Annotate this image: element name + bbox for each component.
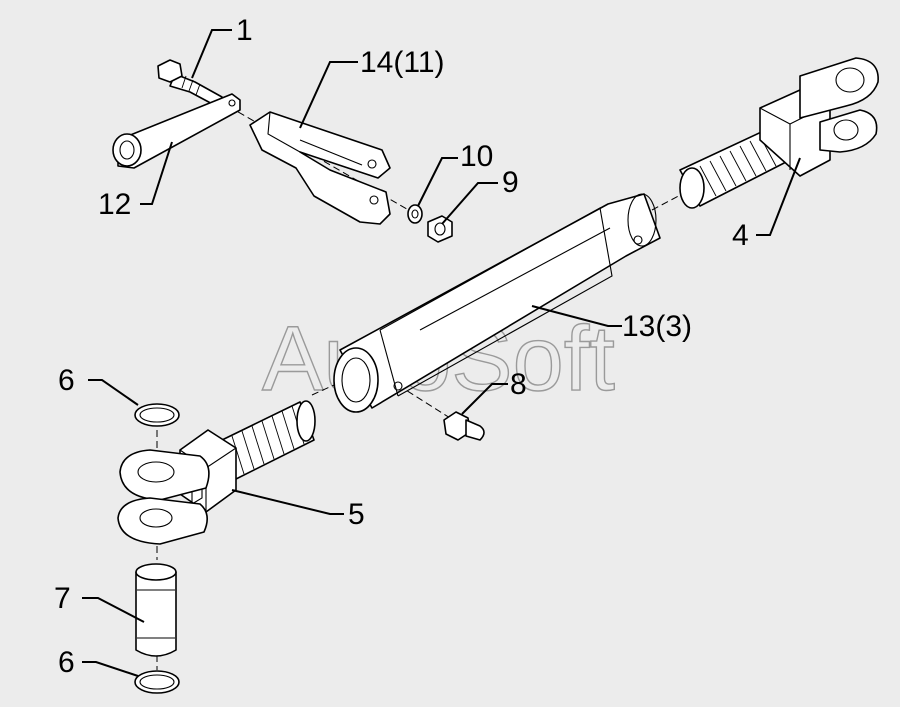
callout-13-3: 13(3) xyxy=(622,310,692,343)
sleeve-part-13 xyxy=(333,193,661,413)
nut-part-9 xyxy=(427,215,453,243)
callout-4: 4 xyxy=(732,219,749,252)
strap-part-12 xyxy=(112,93,241,169)
o-ring-part-6-lower xyxy=(134,670,180,694)
callout-1: 1 xyxy=(236,14,253,47)
pin-part-7 xyxy=(135,563,177,657)
callout-6-lower: 6 xyxy=(58,646,75,679)
grease-nipple-part-8 xyxy=(443,411,485,441)
callout-9: 9 xyxy=(502,166,519,199)
callout-5: 5 xyxy=(348,498,365,531)
o-ring-part-6-upper xyxy=(134,403,180,427)
washer-part-10 xyxy=(407,204,423,224)
callout-7: 7 xyxy=(54,582,71,615)
callout-12: 12 xyxy=(98,188,131,221)
callout-8: 8 xyxy=(510,368,527,401)
callout-6-upper: 6 xyxy=(58,364,75,397)
lower-clevis-part-5 xyxy=(117,400,316,545)
upper-clevis-part-4 xyxy=(679,57,879,209)
callout-10: 10 xyxy=(460,140,493,173)
bolt-part-1 xyxy=(157,59,223,108)
callout-leaders xyxy=(82,29,801,677)
clamp-bracket-part-14 xyxy=(249,111,391,225)
callout-14-11: 14(11) xyxy=(360,46,445,79)
